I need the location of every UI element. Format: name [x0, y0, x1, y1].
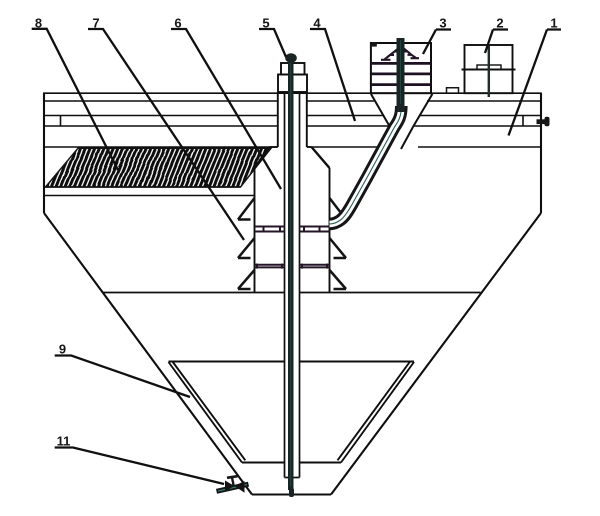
svg-text:3: 3: [439, 16, 446, 31]
svg-text:1: 1: [550, 16, 557, 31]
svg-text:2: 2: [496, 16, 503, 31]
svg-text:9: 9: [59, 342, 66, 357]
svg-text:5: 5: [262, 16, 269, 31]
svg-text:6: 6: [174, 16, 181, 31]
svg-text:7: 7: [92, 16, 99, 31]
svg-text:8: 8: [35, 16, 42, 31]
svg-text:4: 4: [313, 16, 321, 31]
svg-text:11: 11: [57, 434, 71, 449]
